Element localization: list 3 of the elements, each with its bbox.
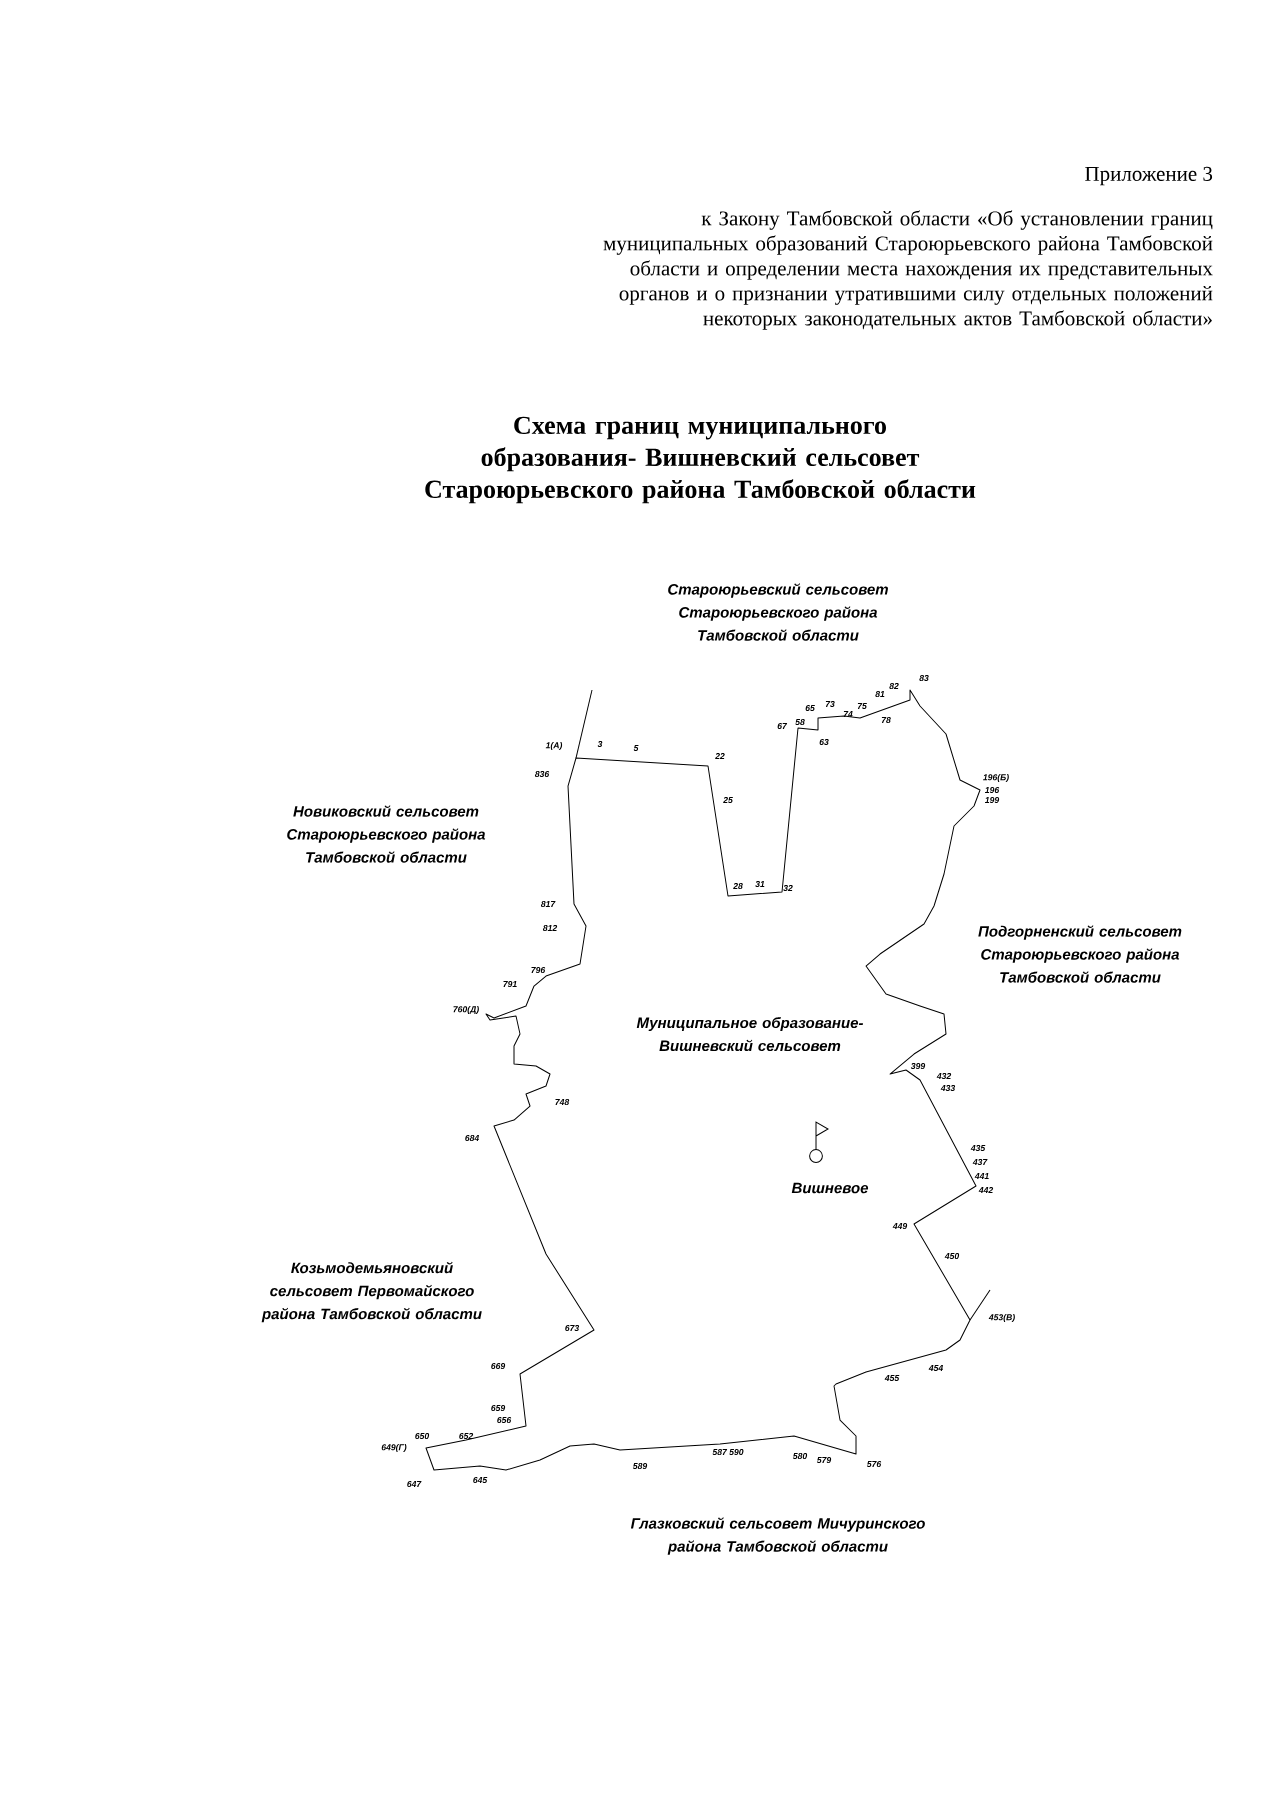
title: Схема границ муниципального образования- Вишневский сельсовет Староюрьевского района Тамбовской области <box>425 416 976 504</box>
appendix-heading: Приложение 3 <box>1085 166 1213 186</box>
law-reference-text: к Закону Тамбовской области «Об установлении границ муниципальных образований Староюрьевского района Тамбовской области и определении места нахождения их представительных органов и о признании утратившими силу отдельных положений некоторых законодательных актов Тамбовской области» <box>603 210 1213 330</box>
